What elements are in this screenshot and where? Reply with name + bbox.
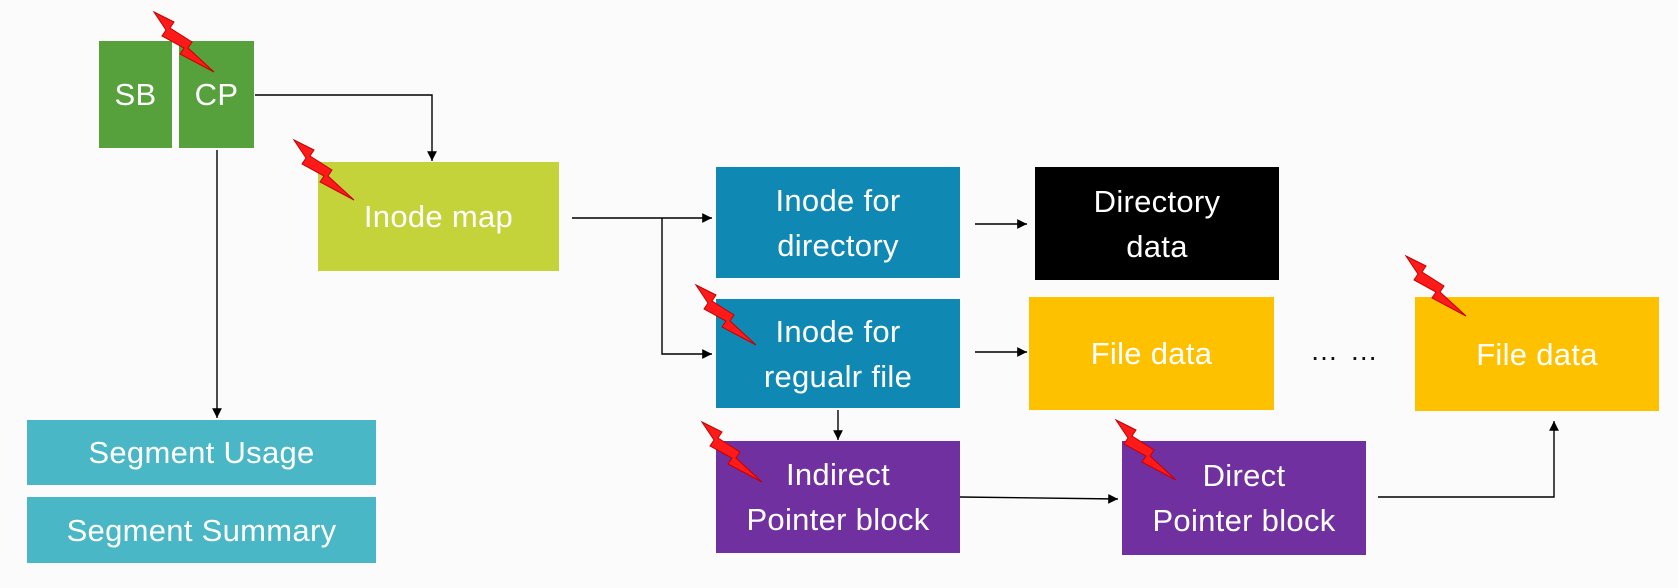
arrow-cp-to-inode-map — [255, 94, 437, 161]
arrow-indirect-to-direct-block — [959, 493, 1119, 504]
file-data-last-box: File data — [1415, 297, 1659, 411]
arrow-inode-map-to-inode-regular — [661, 218, 712, 359]
inode-regular-file-box: Inode for regualr file — [716, 299, 960, 408]
inode-directory-box: Inode for directory — [716, 167, 960, 278]
lightning-bolt-icon — [1404, 254, 1467, 317]
ellipsis-text: … … — [1310, 335, 1380, 366]
segment-usage-box: Segment Usage — [27, 420, 376, 485]
lightning-bolt-icon — [292, 138, 355, 201]
inode-map-box: Inode map — [318, 162, 559, 271]
indirect-pointer-block: Indirect Pointer block — [716, 441, 960, 553]
sb-block: SB — [99, 41, 172, 148]
file-data-box: File data — [1029, 297, 1274, 410]
segment-summary-box: Segment Summary — [27, 497, 376, 563]
cp-block: CP — [179, 41, 254, 148]
lightning-bolt-icon — [700, 420, 763, 483]
lightning-bolt-icon — [152, 10, 215, 73]
lightning-bolt-icon — [1114, 418, 1177, 481]
direct-pointer-block: Direct Pointer block — [1122, 441, 1366, 555]
lightning-bolt-icon — [694, 283, 757, 346]
directory-data-box: Directory data — [1035, 167, 1279, 280]
arrow-direct-block-to-file-data — [1378, 421, 1559, 498]
